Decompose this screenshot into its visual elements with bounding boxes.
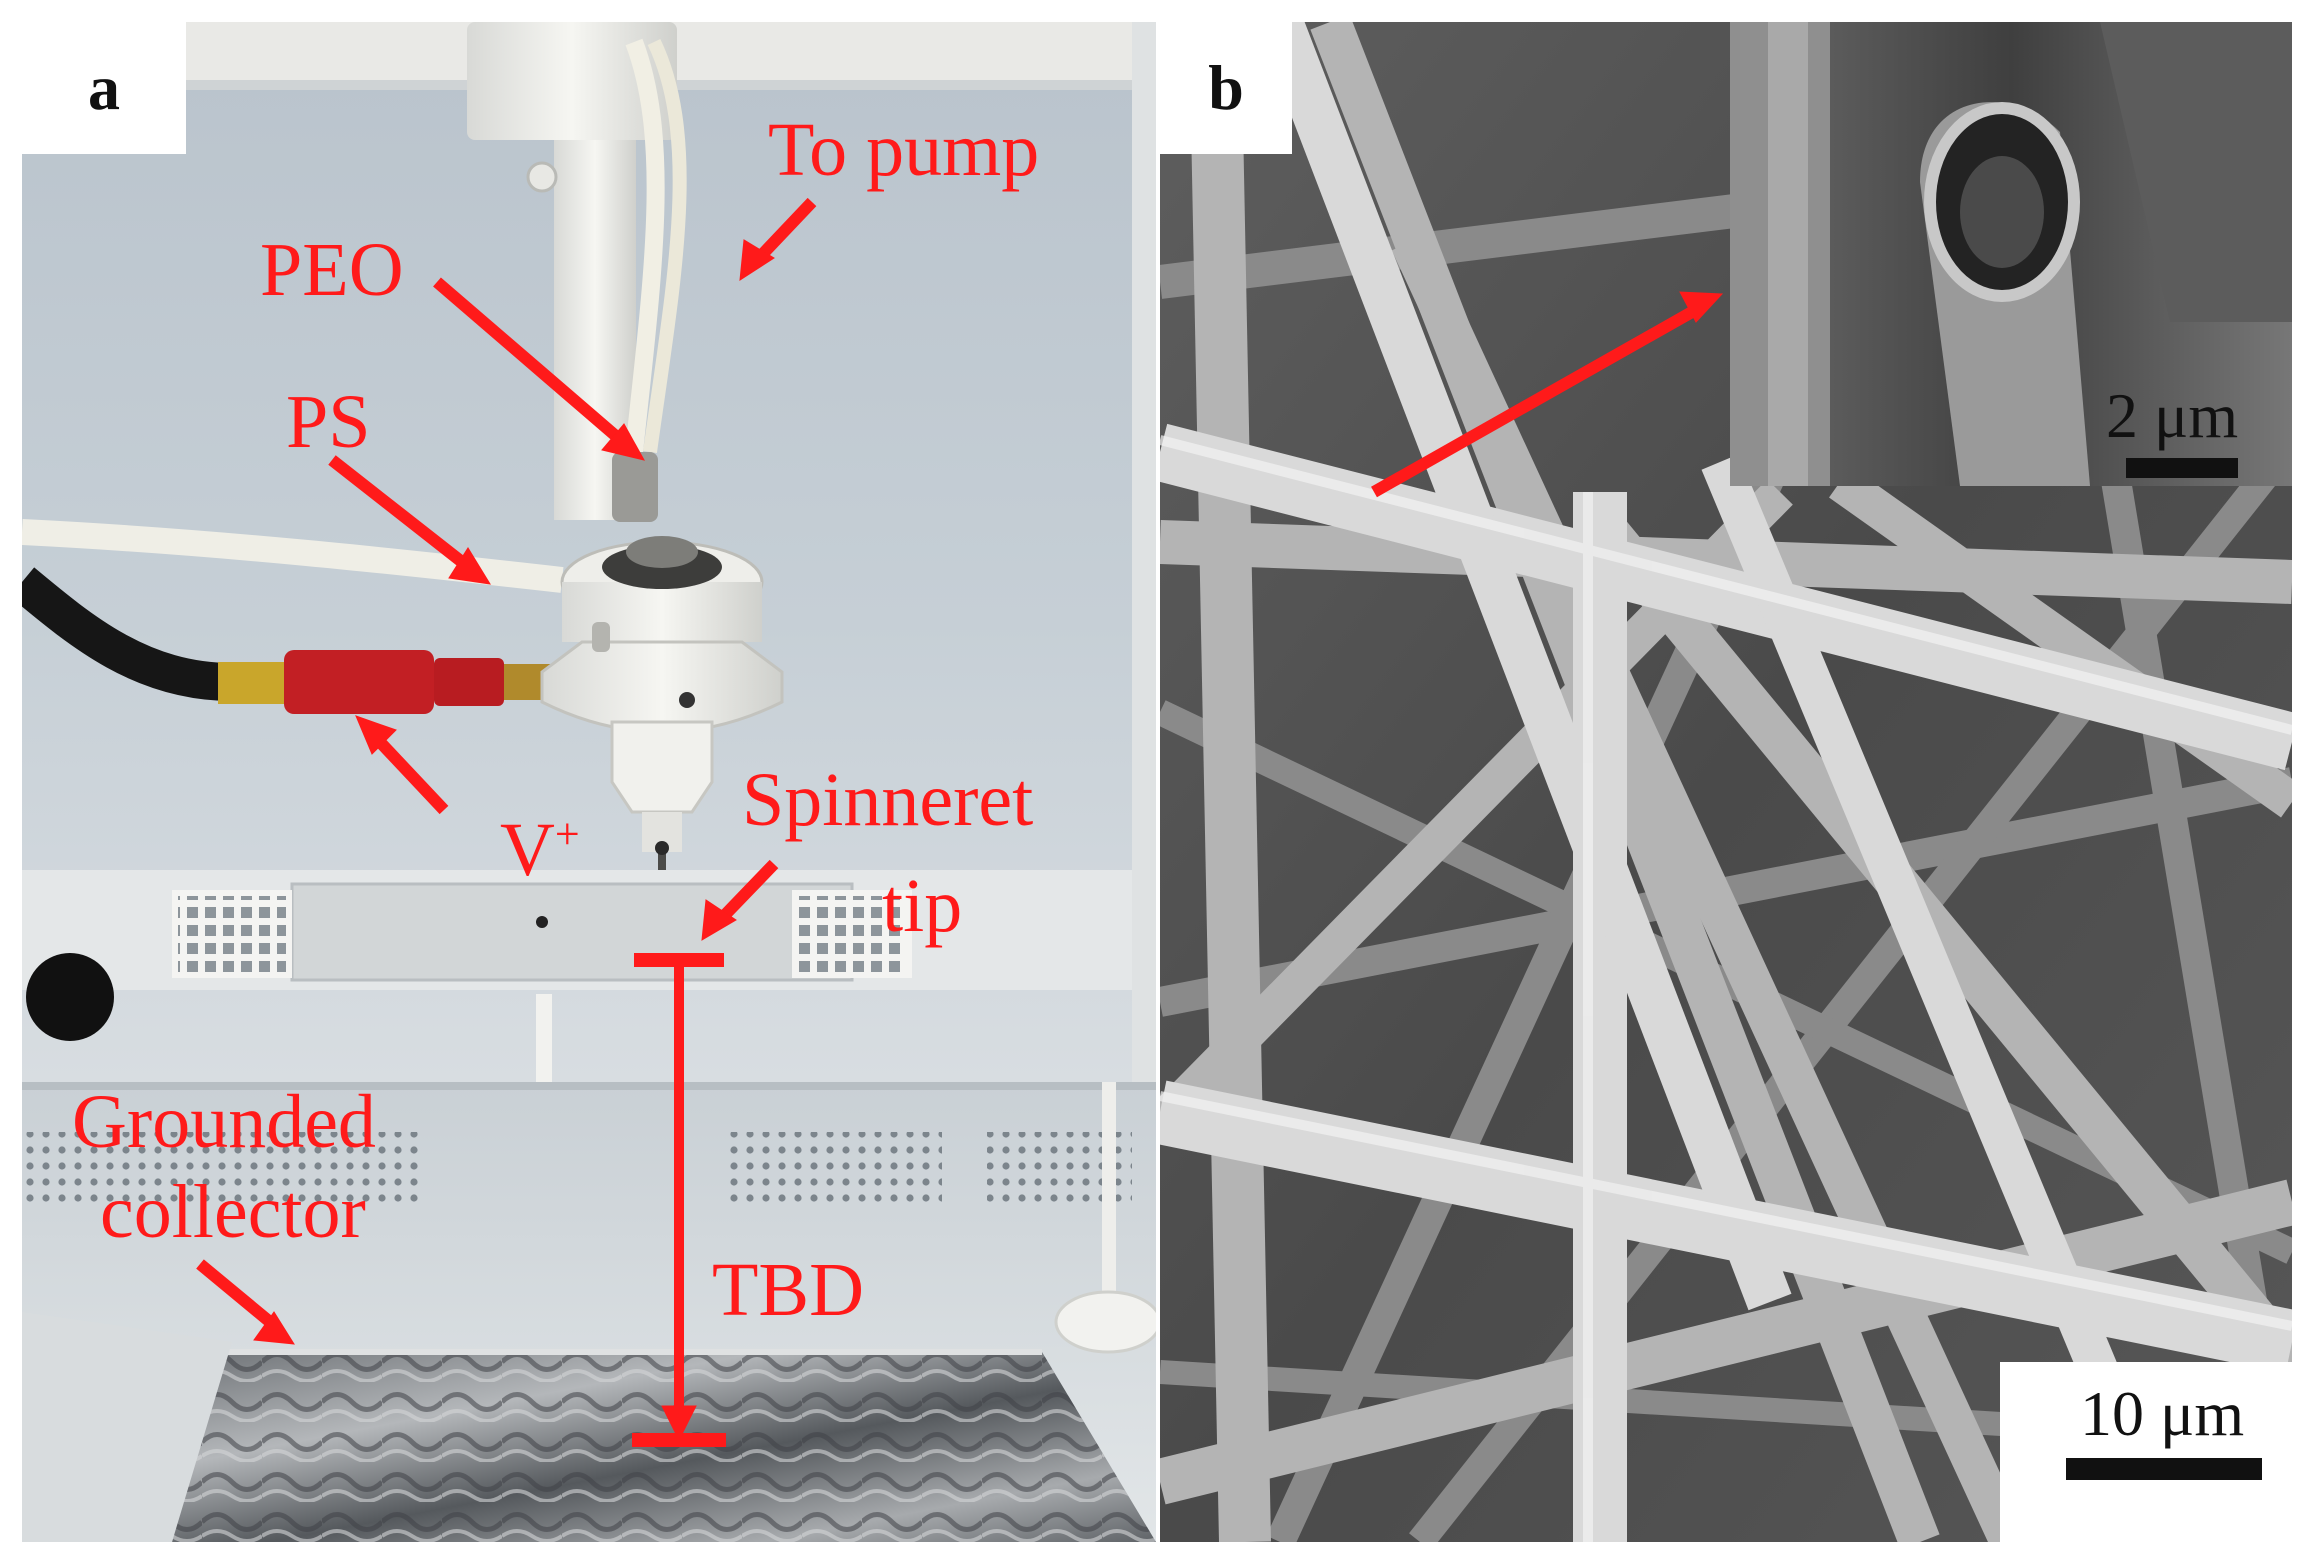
panel-label-b: b xyxy=(1160,22,1292,154)
label-tip: tip xyxy=(882,864,963,948)
label-v-plus: V+ xyxy=(500,812,580,888)
label-to-pump: To pump xyxy=(768,108,1040,192)
main-scale-label: 10 μm xyxy=(2080,1378,2245,1449)
label-peo: PEO xyxy=(260,228,404,312)
setup-photo xyxy=(22,22,1156,1542)
main-scale-bar xyxy=(2066,1458,2262,1480)
label-tbd: TBD xyxy=(712,1248,864,1332)
sem-micrograph xyxy=(1160,22,2292,1542)
label-v: V xyxy=(500,808,555,892)
label-ps: PS xyxy=(286,380,371,464)
panel-label-a: a xyxy=(22,22,186,154)
inset-scale-bar xyxy=(2126,458,2238,478)
inset-scale-label: 2 μm xyxy=(2106,380,2239,451)
inset-image xyxy=(1730,22,2292,486)
panel-b-sem: b 2 μm 10 μm xyxy=(1160,22,2292,1542)
annotation-arrows xyxy=(196,197,817,1447)
panel-a-photo: a To pump PEO PS V+ Spinneret tip Ground… xyxy=(22,22,1156,1542)
label-collector: collector xyxy=(100,1170,366,1254)
label-v-superscript: + xyxy=(554,809,580,859)
label-spinneret: Spinneret xyxy=(742,758,1034,842)
inset-pointer-arrow xyxy=(1371,291,1724,498)
label-grounded: Grounded xyxy=(72,1080,376,1164)
